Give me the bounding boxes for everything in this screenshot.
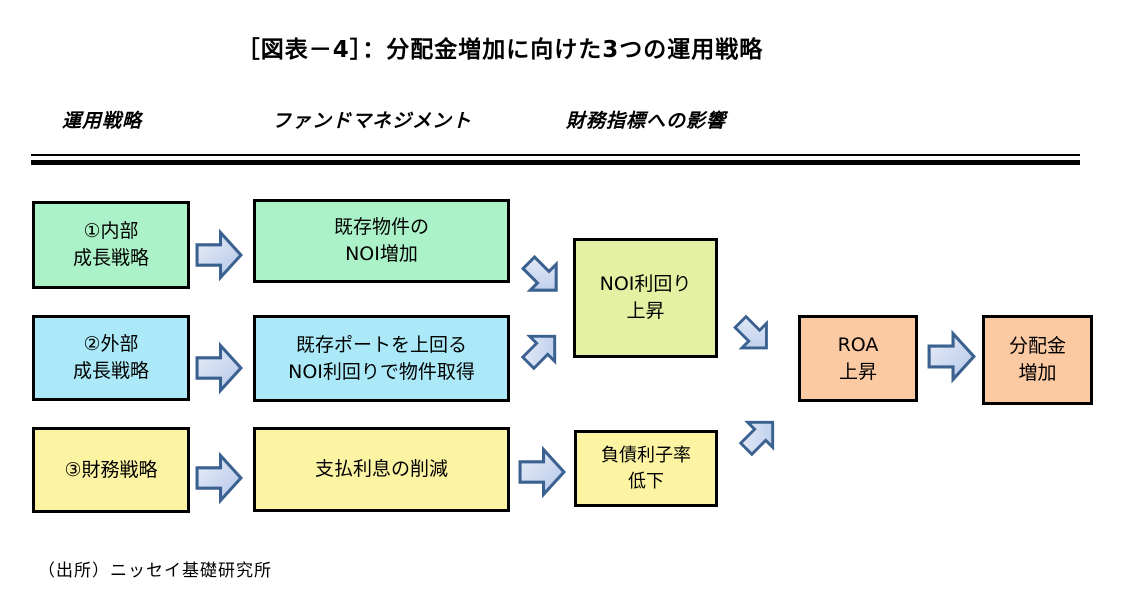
header-divider-rule	[31, 154, 1080, 165]
arrow-right-icon	[926, 328, 977, 385]
box-external-growth-strategy: ②外部 成長戦略	[32, 315, 190, 401]
box-interest-expense-reduction: 支払利息の削減	[253, 427, 510, 512]
arrow-right-icon	[517, 444, 567, 500]
box-roa-rise: ROA 上昇	[798, 315, 918, 402]
arrow-diagonal-down-right-icon	[515, 249, 570, 304]
box-financial-strategy: ③財務戦略	[32, 427, 190, 513]
arrow-diagonal-up-right-icon	[514, 323, 569, 376]
source-note: （出所）ニッセイ基礎研究所	[38, 561, 272, 581]
arrow-right-icon	[194, 340, 244, 396]
arrow-right-icon	[194, 450, 244, 506]
arrow-right-icon	[194, 227, 244, 283]
figure-title: ［図表－4］：分配金増加に向けた3つの運用戦略	[236, 37, 764, 63]
arrow-diagonal-up-right-icon	[733, 408, 786, 463]
column-header-financial-impact: 財務指標への影響	[566, 110, 727, 132]
box-noi-yield-rise: NOI利回り 上昇	[573, 238, 718, 358]
box-debt-interest-rate-decline: 負債利子率 低下	[574, 430, 718, 507]
arrow-diagonal-down-right-icon	[726, 309, 781, 361]
box-acquire-above-portfolio-noi-yield: 既存ポートを上回る NOI利回りで物件取得	[253, 315, 510, 402]
box-distribution-increase: 分配金 増加	[982, 315, 1093, 405]
column-header-fund-management: ファンドマネジメント	[272, 110, 473, 132]
box-internal-growth-strategy: ①内部 成長戦略	[32, 201, 190, 289]
column-header-strategy: 運用戦略	[62, 110, 143, 132]
box-existing-property-noi-increase: 既存物件の NOI増加	[253, 199, 510, 283]
